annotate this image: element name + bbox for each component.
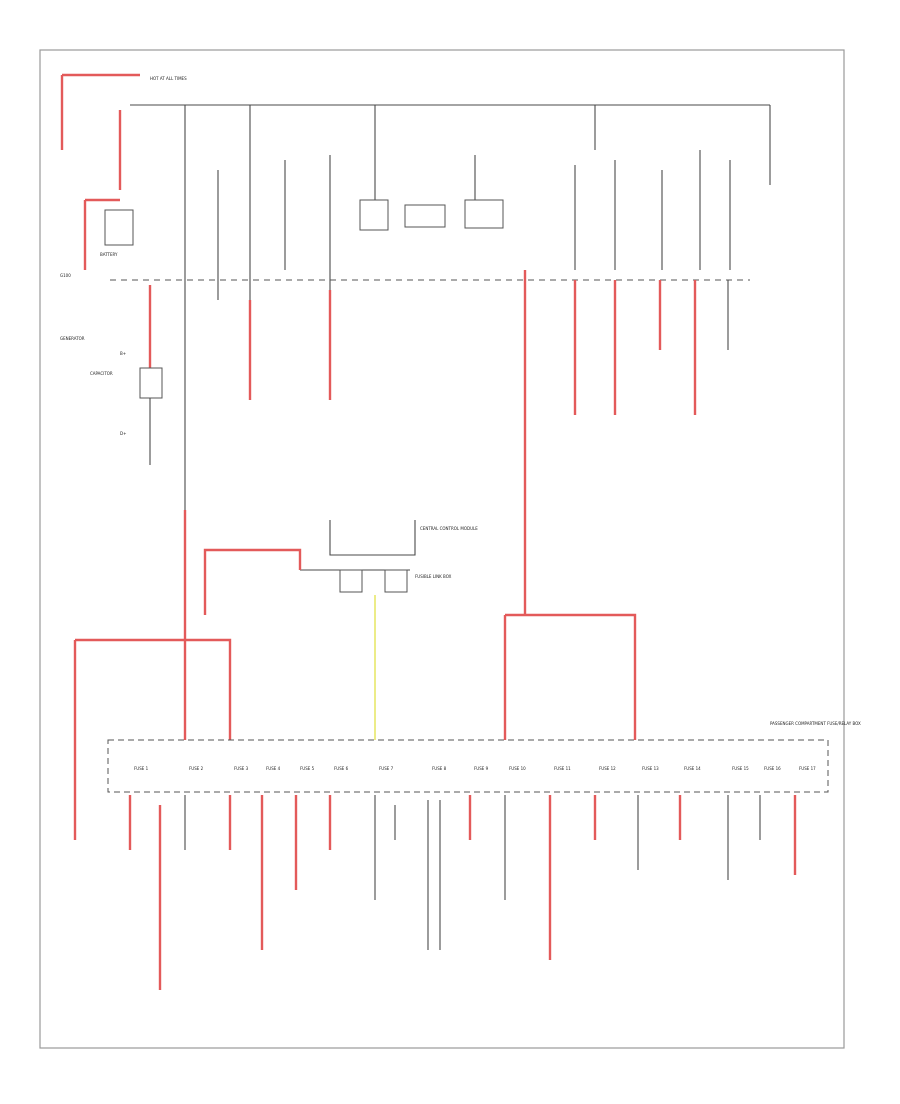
- battery-label: BATTERY: [100, 252, 118, 257]
- fuse-label: FUSE 17: [799, 766, 816, 771]
- fuse-label: FUSE 5: [300, 766, 315, 771]
- red-central-loop: [203, 548, 302, 615]
- passenger-fuse-box-label: PASSENGER COMPARTMENT FUSE/RELAY BOX: [770, 721, 861, 726]
- fuse-label: FUSE 2: [189, 766, 204, 771]
- central-module-outline: [329, 520, 416, 556]
- red-right-branch: [505, 613, 637, 740]
- fuse-label: FUSE 15: [732, 766, 749, 771]
- red-branch: [75, 638, 232, 740]
- component-box-3: [464, 199, 504, 229]
- ground-label: G100: [60, 273, 71, 278]
- fusible-link-box-1: [339, 569, 363, 593]
- fuse-label: FUSE 13: [642, 766, 659, 771]
- battery-box: [104, 209, 134, 246]
- fuse-label: FUSE 11: [554, 766, 571, 771]
- fuse-label: FUSE 4: [266, 766, 281, 771]
- fuse-label: FUSE 8: [432, 766, 447, 771]
- terminal-b-label: B+: [120, 351, 126, 356]
- fusible-link-label: FUSIBLE LINK BOX: [415, 574, 452, 579]
- component-box-2: [404, 204, 446, 228]
- fuse-labels: FUSE 1 FUSE 2 FUSE 3 FUSE 4 FUSE 5 FUSE 6 FUSE…: [134, 766, 816, 771]
- fuse-label: FUSE 1: [134, 766, 149, 771]
- capacitor-label: CAPACITOR: [90, 371, 113, 376]
- central-module-label: CENTRAL CONTROL MODULE: [420, 526, 478, 531]
- fusible-link-box-2: [384, 569, 408, 593]
- diagram-frame: [39, 49, 845, 1049]
- fuse-label: FUSE 10: [509, 766, 526, 771]
- passenger-fuse-box: [107, 739, 829, 793]
- fuse-label: FUSE 6: [334, 766, 349, 771]
- terminal-d-label: D+: [120, 431, 126, 436]
- fuse-label: FUSE 9: [474, 766, 489, 771]
- fuse-label: FUSE 16: [764, 766, 781, 771]
- component-box-1: [359, 199, 389, 231]
- fuse-label: FUSE 14: [684, 766, 701, 771]
- hot-label: HOT AT ALL TIMES: [150, 76, 187, 81]
- generator-label: GENERATOR: [60, 336, 85, 341]
- fuse-label: FUSE 12: [599, 766, 616, 771]
- fuse-label: FUSE 3: [234, 766, 249, 771]
- capacitor-box: [139, 367, 163, 399]
- fuse-label: FUSE 7: [379, 766, 394, 771]
